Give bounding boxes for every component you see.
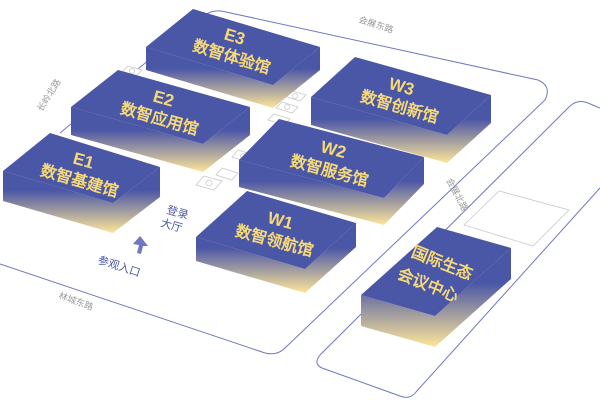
road-label-top: 会展东路 — [357, 13, 395, 36]
building-w2-side — [239, 157, 424, 225]
building-e2[interactable]: E2 数智应用馆 — [71, 70, 250, 172]
building-e2-top — [71, 70, 250, 144]
building-conference-center-side — [361, 248, 511, 347]
building-e1-code: E1 — [71, 149, 96, 173]
building-w3[interactable]: W3 数智创新馆 — [311, 57, 491, 163]
building-conference-center[interactable]: 国际生态 会议中心 — [361, 227, 511, 347]
building-conference-center-top — [361, 227, 511, 316]
building-e3-side — [146, 47, 320, 108]
building-w1-side — [196, 223, 356, 293]
building-w3-top — [311, 57, 491, 135]
building-w2[interactable]: W2 数智服务馆 — [239, 119, 424, 225]
building-e1[interactable]: E1 数智基建馆 — [3, 133, 160, 233]
building-e1-side — [3, 167, 160, 233]
building-w2-top — [239, 119, 424, 198]
building-w3-side — [311, 95, 491, 163]
road-label-right: 会展北路 — [443, 176, 471, 213]
building-w1-top — [196, 191, 356, 269]
visitor-entrance-label: 参观入口 — [96, 253, 142, 280]
road-label-bottom: 林城东路 — [57, 290, 95, 314]
building-e2-code: E2 — [151, 87, 176, 111]
building-e3-top — [146, 9, 320, 85]
building-e2-side — [71, 107, 250, 172]
building-w1[interactable]: W1 数智领航馆 — [196, 191, 356, 293]
registration-hall-label-line1: 登录 — [165, 202, 190, 222]
building-e1-top — [3, 133, 160, 203]
entrance-arrow-icon — [133, 236, 148, 254]
convention-site-outline — [316, 101, 600, 398]
registration-hall-label-line2: 大厅 — [159, 215, 184, 235]
road-label-left: 长岭北路 — [34, 77, 63, 114]
building-e3[interactable]: E3 数智体验馆 — [146, 9, 320, 108]
main-site-outline — [0, 10, 548, 355]
